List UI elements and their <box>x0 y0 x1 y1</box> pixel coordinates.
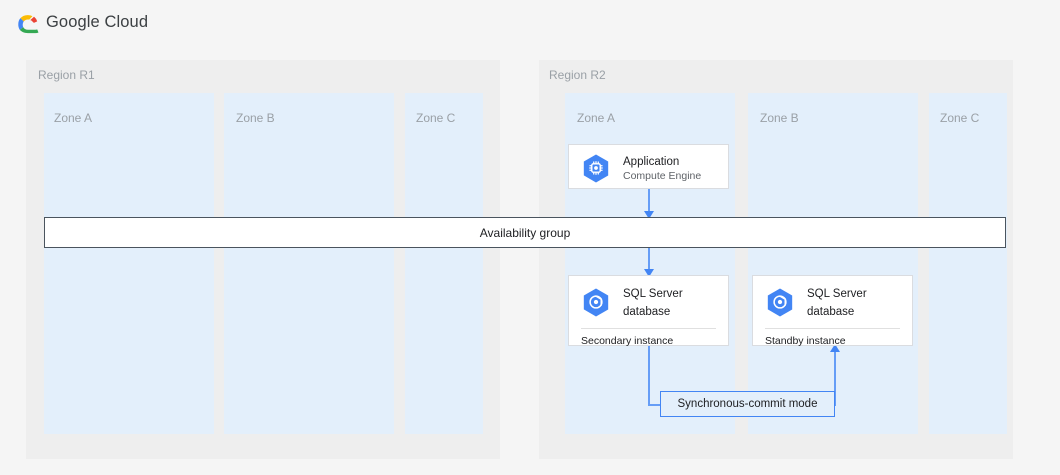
region-r1-zone-c <box>405 93 483 434</box>
node-sql-standby-content: SQL Server database <box>753 276 912 328</box>
node-sql-secondary-content: SQL Server database <box>569 276 728 328</box>
node-application[interactable]: Application Compute Engine <box>568 144 729 189</box>
connector-standby-up <box>834 350 836 406</box>
node-sql-standby-title: SQL Server database <box>807 288 867 318</box>
sql-server-database-icon <box>581 287 611 317</box>
region-r1-zone-b-label: Zone B <box>236 111 275 125</box>
arrowhead-application-to-availability-group <box>644 211 654 219</box>
region-r2-zone-c <box>929 93 1007 434</box>
arrowhead-availability-group-to-secondary <box>644 269 654 277</box>
region-r1-zone-a <box>44 93 214 434</box>
synchronous-commit-mode-label: Synchronous-commit mode <box>677 398 818 410</box>
connector-application-to-availability-group <box>648 189 650 217</box>
architecture-diagram: Region R1 Zone A Zone B Zone C Region R2… <box>0 48 1060 475</box>
node-sql-secondary-title: SQL Server database <box>623 288 683 318</box>
node-sql-secondary-text: SQL Server database <box>623 284 718 320</box>
brand-bar: Google Cloud <box>0 0 1060 48</box>
arrowhead-standby-up <box>830 344 840 352</box>
region-r1-label: Region R1 <box>38 68 95 82</box>
connector-secondary-down <box>648 346 650 406</box>
region-r2-label: Region R2 <box>549 68 606 82</box>
node-sql-standby-text: SQL Server database <box>807 284 902 320</box>
synchronous-commit-mode-annotation: Synchronous-commit mode <box>660 391 835 417</box>
node-application-text: Application Compute Engine <box>623 152 718 184</box>
node-sql-secondary[interactable]: SQL Server database Secondary instance <box>568 275 729 347</box>
region-r1-zone-b <box>224 93 394 434</box>
connector-availability-group-to-secondary <box>648 247 650 275</box>
node-sql-secondary-divider <box>581 328 716 329</box>
google-cloud-logo-icon <box>16 13 40 35</box>
sql-server-database-icon <box>765 287 795 317</box>
node-application-title: Application <box>623 155 680 168</box>
availability-group-label: Availability group <box>479 225 571 240</box>
region-r2-zone-b <box>748 93 918 434</box>
brand-title: Google Cloud <box>46 13 149 31</box>
region-r2-zone-b-label: Zone B <box>760 111 799 125</box>
region-r2-zone-c-label: Zone C <box>940 111 980 125</box>
compute-engine-icon <box>581 153 611 183</box>
region-r1-zone-a-label: Zone A <box>54 111 93 125</box>
region-r1-zone-c-label: Zone C <box>416 111 456 125</box>
node-sql-secondary-footer: Secondary instance <box>581 335 674 347</box>
node-application-content: Application Compute Engine <box>569 145 728 190</box>
node-sql-standby[interactable]: SQL Server database Standby instance <box>752 275 913 347</box>
node-application-subtitle: Compute Engine <box>623 169 702 182</box>
node-sql-standby-divider <box>765 328 900 329</box>
node-sql-standby-footer: Standby instance <box>765 335 846 347</box>
availability-group-bar[interactable]: Availability group <box>44 217 1006 248</box>
region-r2-zone-a-label: Zone A <box>577 111 616 125</box>
